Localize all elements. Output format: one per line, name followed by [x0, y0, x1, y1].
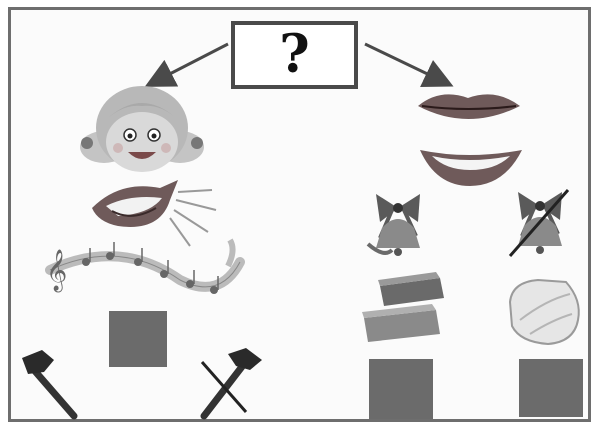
pillow-icon — [510, 280, 579, 344]
square-right-left — [369, 359, 433, 419]
closed-lips-icon — [418, 94, 520, 119]
arrow-left — [158, 44, 228, 80]
singing-mouth-icon — [92, 180, 216, 246]
brick-icon — [362, 272, 444, 342]
square-left-top — [109, 311, 167, 367]
music-notes-ribbon-icon: 𝄞 — [46, 240, 240, 294]
square-right-right — [519, 359, 583, 417]
bell-with-bow-icon — [368, 194, 420, 256]
crossed-out-hammer-icon — [202, 348, 262, 416]
girl-face-icon — [80, 86, 204, 172]
arrow-right — [365, 44, 440, 80]
open-smiling-lips-icon — [420, 150, 522, 186]
hammer-icon — [22, 350, 74, 416]
crossed-out-bell-icon — [510, 190, 568, 256]
svg-text:𝄞: 𝄞 — [46, 249, 67, 292]
